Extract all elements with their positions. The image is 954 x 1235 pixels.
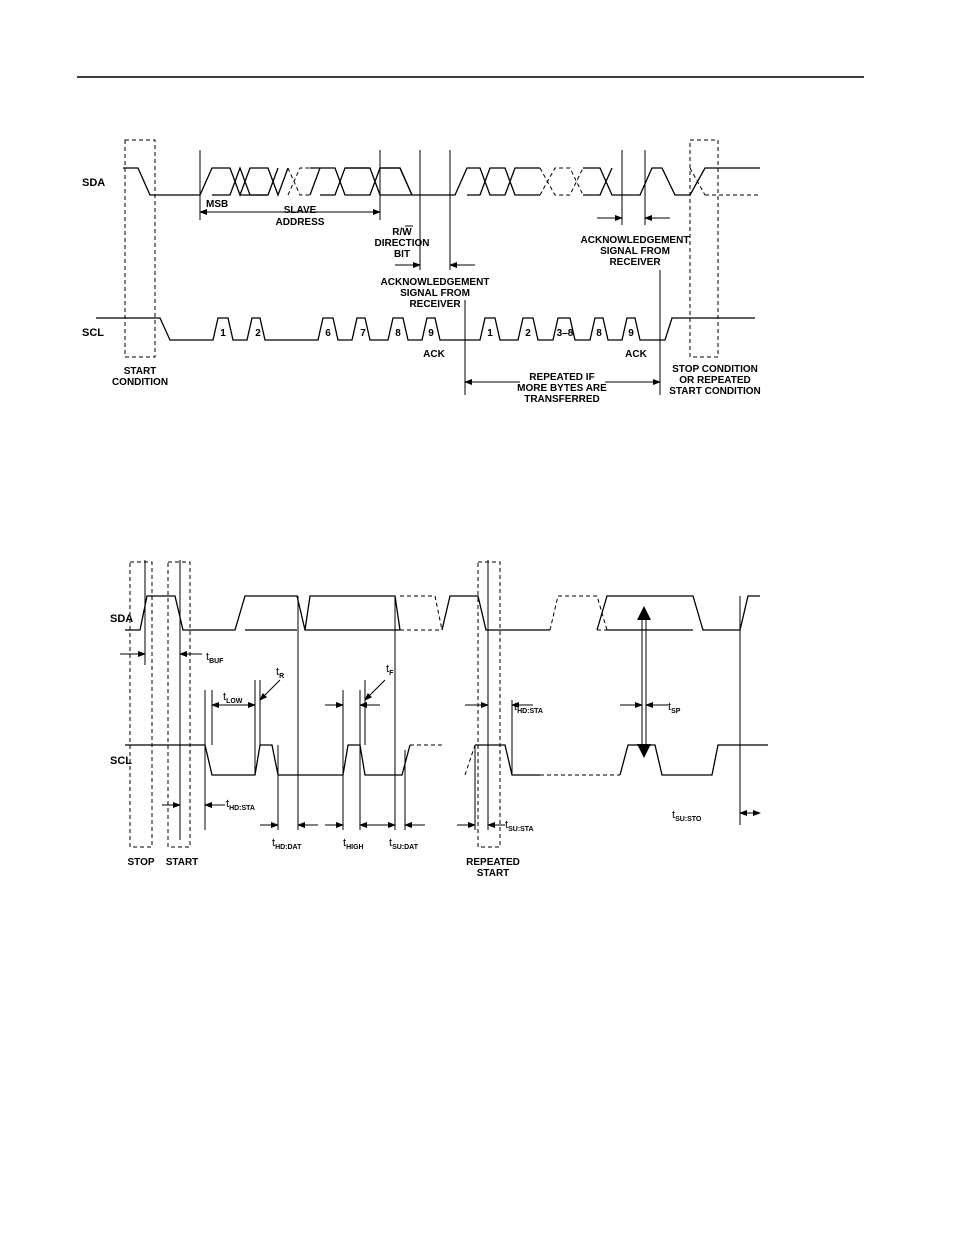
scl-dash xyxy=(410,744,620,776)
t-buf-label: tBUF xyxy=(206,651,224,665)
pulse-b-8: 8 xyxy=(596,328,602,339)
rw-l1: R/W xyxy=(392,227,412,238)
sda-dash-3 xyxy=(661,167,760,196)
t-r-label: tR xyxy=(276,666,284,680)
start-cond-l1: START xyxy=(124,366,157,377)
sda-dash-2 xyxy=(539,167,584,196)
pulse-9: 9 xyxy=(428,328,434,339)
sda-dash-1 xyxy=(287,167,310,196)
scl-waveform-1 xyxy=(96,317,755,341)
t-sp-label: tSP xyxy=(668,701,681,715)
pulse-6: 6 xyxy=(325,328,331,339)
start-condition-box xyxy=(124,139,156,358)
tsp-arrow-down xyxy=(637,744,651,758)
sda-waveform-1 xyxy=(123,167,760,197)
msb-label: MSB xyxy=(206,199,228,210)
t-hd-sta-1-label: tHD:STA xyxy=(226,798,255,812)
ack2-l1: ACKNOWLEDGEMENT xyxy=(581,235,690,246)
t-hd-sta-2-label: tHD:STA xyxy=(514,701,543,715)
repeat-l2: MORE BYTES ARE xyxy=(517,383,607,394)
sda-cross-3 xyxy=(380,167,413,196)
t-high-label: tHIGH xyxy=(343,837,364,851)
repeated-start-l2: START xyxy=(477,868,510,879)
diagram-timing-parameters: SDA SCL xyxy=(110,560,768,879)
sda-label: SDA xyxy=(82,177,105,189)
pulse-1: 1 xyxy=(220,328,226,339)
sda-label-2: SDA xyxy=(110,613,133,625)
t-su-dat-label: tSU:DAT xyxy=(389,837,419,851)
stop-condition-box xyxy=(689,139,719,358)
sda-waveform-2 xyxy=(125,595,760,631)
stop-cond-l1: STOP CONDITION xyxy=(672,364,758,375)
diagram-bus-transfer: SDA SCL 1 2 6 7 8 9 1 2 3–8 8 9 ACK ACK xyxy=(82,139,761,405)
sda-cross xyxy=(212,166,268,196)
pulse-b-2: 2 xyxy=(525,328,531,339)
slave-addr-l2: ADDRESS xyxy=(276,217,325,228)
sda-dash-b xyxy=(549,595,608,631)
pulse-2: 2 xyxy=(255,328,261,339)
slave-addr-l1: SLAVE xyxy=(284,205,317,216)
stop-label: STOP xyxy=(127,857,154,868)
t-low-label: tLOW xyxy=(223,691,243,705)
stop-cond-l2: OR REPEATED xyxy=(679,375,751,386)
pulse-8: 8 xyxy=(395,328,401,339)
ack-label-1: ACK xyxy=(423,349,445,360)
ack2-l2: SIGNAL FROM xyxy=(600,246,670,257)
sda-dash-a xyxy=(400,595,443,631)
rw-l3: BIT xyxy=(394,249,410,260)
ack1-l1: ACKNOWLEDGEMENT xyxy=(381,277,490,288)
pulse-b-9: 9 xyxy=(628,328,634,339)
tr-arrow xyxy=(259,679,281,701)
pulse-7: 7 xyxy=(360,328,366,339)
ack-label-2: ACK xyxy=(625,349,647,360)
t-su-sta-label: tSU:STA xyxy=(505,819,534,833)
scl-label-2: SCL xyxy=(110,755,132,767)
ack1-l3: RECEIVER xyxy=(409,299,461,310)
sda-cross-2 xyxy=(320,167,370,196)
scl-waveform-2 xyxy=(125,744,768,776)
t-hd-dat-label: tHD:DAT xyxy=(272,837,302,851)
pulse-b-1: 1 xyxy=(487,328,493,339)
t-su-sto-label: tSU:STO xyxy=(672,809,702,823)
start-cond-l2: CONDITION xyxy=(112,377,168,388)
tsp-arrow-up xyxy=(637,606,651,620)
pulse-b-3-8: 3–8 xyxy=(557,328,574,339)
stop-box xyxy=(129,561,153,848)
repeat-l3: TRANSFERRED xyxy=(524,394,600,405)
tf-arrow xyxy=(364,679,386,701)
t-f-label: tF xyxy=(386,663,394,677)
repeated-start-l1: REPEATED xyxy=(466,857,520,868)
ack1-l2: SIGNAL FROM xyxy=(400,288,470,299)
start-box xyxy=(167,561,191,848)
scl-label: SCL xyxy=(82,327,104,339)
repeat-l1: REPEATED IF xyxy=(529,372,594,383)
ack2-l3: RECEIVER xyxy=(609,257,661,268)
rw-l2: DIRECTION xyxy=(375,238,430,249)
start-label: START xyxy=(166,857,199,868)
stop-cond-l3: START CONDITION xyxy=(669,386,760,397)
